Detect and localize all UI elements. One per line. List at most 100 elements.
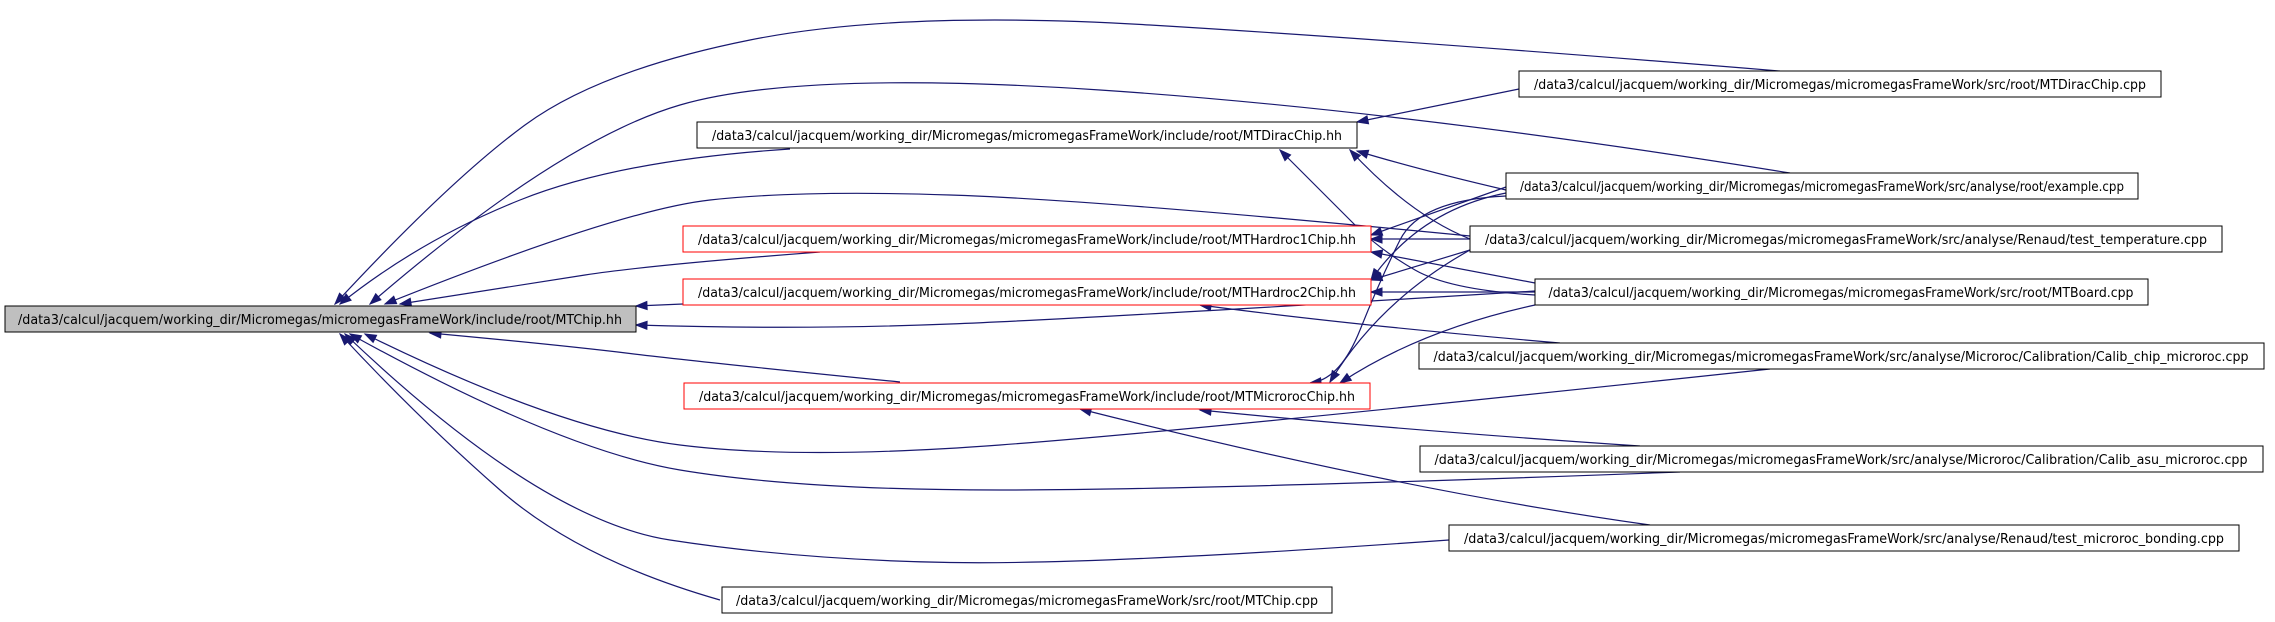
node-mtdiracchip-cpp[interactable]: /data3/calcul/jacquem/working_dir/Microm…	[1518, 70, 2162, 98]
node-box	[1534, 278, 2149, 306]
edge-calib_asu_microroc_cpp-to-mtmicrorocchip_hh	[1198, 406, 1641, 447]
edge-arrowhead	[1338, 372, 1353, 384]
edge-arrowhead	[339, 332, 352, 346]
edge-arrowhead	[1278, 148, 1292, 162]
node-label: /data3/calcul/jacquem/working_dir/Microm…	[1485, 233, 2207, 248]
node-label: /data3/calcul/jacquem/working_dir/Microm…	[1434, 350, 2249, 365]
edge-line	[1349, 149, 1471, 240]
node-label: /data3/calcul/jacquem/working_dir/Microm…	[698, 233, 1356, 248]
node-label: /data3/calcul/jacquem/working_dir/Microm…	[1520, 180, 2124, 195]
edge-arrowhead	[1355, 115, 1370, 125]
node-mtboard-cpp[interactable]: /data3/calcul/jacquem/working_dir/Microm…	[1534, 278, 2149, 306]
edge-line	[399, 251, 821, 305]
node-calib-asu-microroc-cpp[interactable]: /data3/calcul/jacquem/working_dir/Microm…	[1419, 445, 2264, 473]
node-label: /data3/calcul/jacquem/working_dir/Microm…	[1464, 532, 2224, 547]
edge-test_temperature_cpp-to-mthardroc1chip_hh	[1369, 234, 1470, 244]
node-box	[683, 382, 1371, 410]
edge-calib_chip_microroc_cpp-to-mtchip_hh	[363, 333, 1771, 454]
node-box	[682, 225, 1372, 253]
edge-mtboard_cpp-to-mthardroc1chip_hh	[1369, 249, 1536, 284]
edge-test_temperature_cpp-to-mtchip_hh	[383, 192, 1471, 305]
edge-mthardroc2chip_hh-to-mtchip_hh	[634, 300, 684, 311]
edge-arrowhead	[1369, 272, 1384, 282]
node-label: /data3/calcul/jacquem/working_dir/Microm…	[1534, 78, 2146, 93]
edge-test_microroc_bonding_cpp-to-mtchip_hh	[343, 332, 1450, 564]
edge-arrowhead	[398, 297, 413, 307]
edge-example_cpp-to-mthardroc1chip_hh	[1369, 186, 1507, 236]
edge-line	[1279, 149, 1536, 296]
node-box	[696, 121, 1358, 149]
edge-line	[349, 333, 1681, 491]
node-label: /data3/calcul/jacquem/working_dir/Microm…	[698, 286, 1356, 301]
edge-arrowhead	[383, 295, 398, 305]
node-test-microroc-bonding-cpp[interactable]: /data3/calcul/jacquem/working_dir/Microm…	[1448, 524, 2240, 552]
node-box	[1505, 172, 2139, 200]
edge-line	[384, 192, 1471, 305]
edge-example_cpp-to-mtchip_hh	[368, 82, 1791, 305]
node-example-cpp[interactable]: /data3/calcul/jacquem/working_dir/Microm…	[1505, 172, 2139, 200]
node-mtchip-hh[interactable]: /data3/calcul/jacquem/working_dir/Microm…	[4, 305, 637, 333]
node-mtchip-cpp[interactable]: /data3/calcul/jacquem/working_dir/Microm…	[721, 586, 1333, 614]
edge-line	[339, 333, 721, 601]
edge-arrowhead	[1329, 369, 1341, 384]
edge-line	[364, 333, 1771, 454]
edge-mtboard_cpp-to-mtdiracchip_hh	[1278, 148, 1536, 296]
node-calib-chip-microroc-cpp[interactable]: /data3/calcul/jacquem/working_dir/Microm…	[1418, 342, 2265, 370]
node-box	[1518, 70, 2162, 98]
node-mthardroc1chip-hh[interactable]: /data3/calcul/jacquem/working_dir/Microm…	[682, 225, 1372, 253]
edge-line	[1370, 186, 1507, 236]
node-mtmicrorocchip-hh[interactable]: /data3/calcul/jacquem/working_dir/Microm…	[683, 382, 1371, 410]
node-label: /data3/calcul/jacquem/working_dir/Microm…	[736, 594, 1318, 609]
edge-mtmicrorocchip_hh-to-mtchip_hh	[428, 329, 901, 383]
node-box	[4, 305, 637, 333]
node-label: /data3/calcul/jacquem/working_dir/Microm…	[1435, 453, 2248, 468]
edge-mtdiracchip_cpp-to-mtchip_hh	[334, 19, 1781, 306]
edge-arrowhead	[363, 333, 378, 344]
node-box	[721, 586, 1333, 614]
edge-line	[1370, 251, 1536, 284]
node-test-temperature-cpp[interactable]: /data3/calcul/jacquem/working_dir/Microm…	[1469, 225, 2223, 253]
node-mtdiracchip-hh[interactable]: /data3/calcul/jacquem/working_dir/Microm…	[696, 121, 1358, 149]
nodes-layer: /data3/calcul/jacquem/working_dir/Microm…	[4, 70, 2265, 614]
edge-example_cpp-to-mtdiracchip_hh	[1355, 149, 1507, 191]
node-box	[1469, 225, 2223, 253]
edge-line	[1199, 304, 1561, 344]
edge-line	[1356, 150, 1507, 191]
edge-line	[344, 333, 1450, 564]
edge-arrowhead	[343, 332, 357, 346]
edge-line	[1329, 249, 1471, 383]
edge-arrowhead	[368, 292, 382, 305]
node-label: /data3/calcul/jacquem/working_dir/Microm…	[1549, 286, 2134, 301]
edge-arrowhead	[1349, 148, 1362, 162]
node-label: /data3/calcul/jacquem/working_dir/Microm…	[18, 313, 622, 328]
edge-arrowhead	[1355, 149, 1370, 159]
edge-line	[339, 148, 791, 305]
edge-line	[1370, 249, 1471, 281]
edge-test_temperature_cpp-to-mtdiracchip_hh	[1349, 148, 1471, 240]
node-box	[1419, 445, 2264, 473]
edge-line	[1199, 409, 1641, 447]
edge-mtboard_cpp-to-mtmicrorocchip_hh	[1338, 304, 1536, 384]
edge-line	[1356, 88, 1520, 123]
edge-arrowhead	[334, 292, 347, 306]
edge-mthardroc1chip_hh-to-mtchip_hh	[398, 251, 821, 307]
node-box	[1418, 342, 2265, 370]
node-label: /data3/calcul/jacquem/working_dir/Microm…	[712, 129, 1342, 144]
edges-layer	[334, 19, 1791, 601]
edge-mtdiracchip_cpp-to-mtdiracchip_hh	[1355, 88, 1520, 125]
edge-test_temperature_cpp-to-mthardroc2chip_hh	[1369, 249, 1471, 282]
node-box	[682, 278, 1372, 306]
edge-test_temperature_cpp-to-mtmicrorocchip_hh	[1329, 249, 1471, 384]
node-box	[1448, 524, 2240, 552]
edge-line	[429, 332, 901, 383]
edge-line	[369, 82, 1791, 305]
edge-arrowhead	[1369, 249, 1384, 259]
edge-line	[334, 19, 1781, 305]
edge-line	[1079, 408, 1651, 526]
node-mthardroc2chip-hh[interactable]: /data3/calcul/jacquem/working_dir/Microm…	[682, 278, 1372, 306]
edge-test_microroc_bonding_cpp-to-mtmicrorocchip_hh	[1078, 407, 1651, 526]
edge-mtboard_cpp-to-mthardroc2chip_hh	[1369, 287, 1535, 297]
edge-line	[1339, 304, 1536, 384]
edge-arrowhead	[1369, 226, 1384, 236]
